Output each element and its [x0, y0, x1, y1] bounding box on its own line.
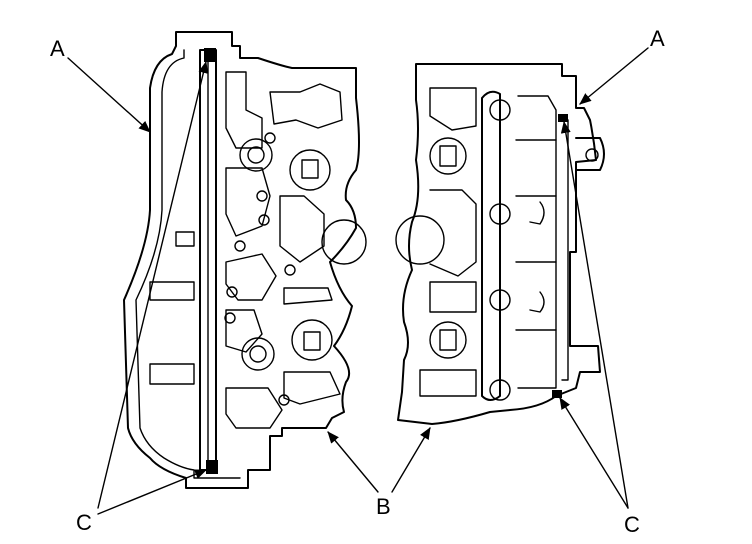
right-valve-body: [395, 63, 605, 425]
left-boss-3: [321, 219, 367, 265]
left-passage-1: [225, 71, 263, 149]
right-web-2: [429, 189, 477, 277]
label-c-left: C: [76, 510, 92, 535]
left-passage-4: [225, 253, 277, 301]
left-boss-2: [289, 149, 331, 191]
left-passage-9: [283, 371, 341, 405]
leader-a-left: [67, 57, 151, 133]
left-valve-body: [123, 31, 367, 489]
left-small-hole-7: [278, 394, 290, 406]
right-bolt-4: [489, 379, 511, 401]
left-passage-8: [283, 287, 333, 305]
left-small-hole-3: [258, 214, 270, 226]
left-passage-7: [279, 195, 325, 263]
right-web-5: [529, 201, 545, 225]
right-bolt-1: [489, 99, 511, 121]
label-b: B: [376, 494, 391, 519]
left-gasket-recess-2: [149, 363, 195, 385]
left-passage-5: [225, 309, 263, 353]
right-web-1: [429, 87, 477, 131]
right-plate-outer: [481, 90, 501, 401]
label-a-left: A: [50, 36, 65, 61]
left-boss-2-pin: [301, 159, 319, 179]
leader-b-right: [391, 427, 431, 493]
left-gasket-recess-3: [175, 231, 195, 247]
right-boss-1: [429, 137, 467, 175]
left-gasket-inner: [135, 49, 241, 479]
right-boss-3: [429, 321, 467, 359]
leader-b-left: [327, 431, 379, 493]
right-boss-3-pin: [439, 329, 457, 351]
right-seal-lower: [552, 390, 562, 398]
left-seal-upper: [204, 48, 216, 62]
left-passage-3: [225, 167, 271, 237]
left-seal-lower: [206, 460, 218, 474]
leader-c-right-upper: [560, 121, 629, 509]
left-boss-5: [291, 319, 333, 361]
label-c-right: C: [624, 512, 640, 537]
label-a-right: A: [650, 26, 665, 51]
leader-c-right-lower: [559, 397, 629, 509]
left-gasket-recess-1: [149, 281, 195, 301]
right-seal-upper: [558, 114, 568, 122]
left-passage-6: [225, 387, 283, 429]
left-boss-1-hole: [247, 146, 265, 164]
left-small-hole-2: [256, 190, 268, 202]
left-boss-4-hole: [249, 345, 267, 363]
left-boss-1: [239, 138, 273, 172]
leader-a-right: [579, 47, 649, 105]
left-boss-4: [241, 337, 275, 371]
leader-c-left-lower: [97, 469, 207, 515]
right-bolt-3: [489, 289, 511, 311]
leader-c-left-upper: [97, 61, 209, 509]
right-boss-2: [395, 215, 445, 265]
left-small-hole-8: [284, 264, 296, 276]
right-web-4: [419, 369, 477, 397]
right-mount-tab: [575, 137, 605, 171]
callout-leaders: [67, 47, 649, 515]
left-small-hole-1: [264, 132, 276, 144]
right-plate-rail-2: [561, 119, 569, 381]
left-small-hole-5: [226, 286, 238, 298]
right-web-6: [529, 291, 545, 313]
left-small-hole-4: [234, 240, 246, 252]
right-bolt-2: [489, 203, 511, 225]
right-boss-1-pin: [439, 145, 457, 167]
right-tab-hole: [585, 148, 599, 162]
left-gasket-outline: [123, 31, 360, 489]
left-boss-5-pin: [303, 331, 321, 351]
right-body-outline: [397, 63, 601, 425]
right-web-3: [429, 281, 477, 313]
right-plate-rail: [517, 95, 557, 389]
left-small-hole-6: [224, 312, 236, 324]
left-passage-2: [269, 83, 343, 129]
